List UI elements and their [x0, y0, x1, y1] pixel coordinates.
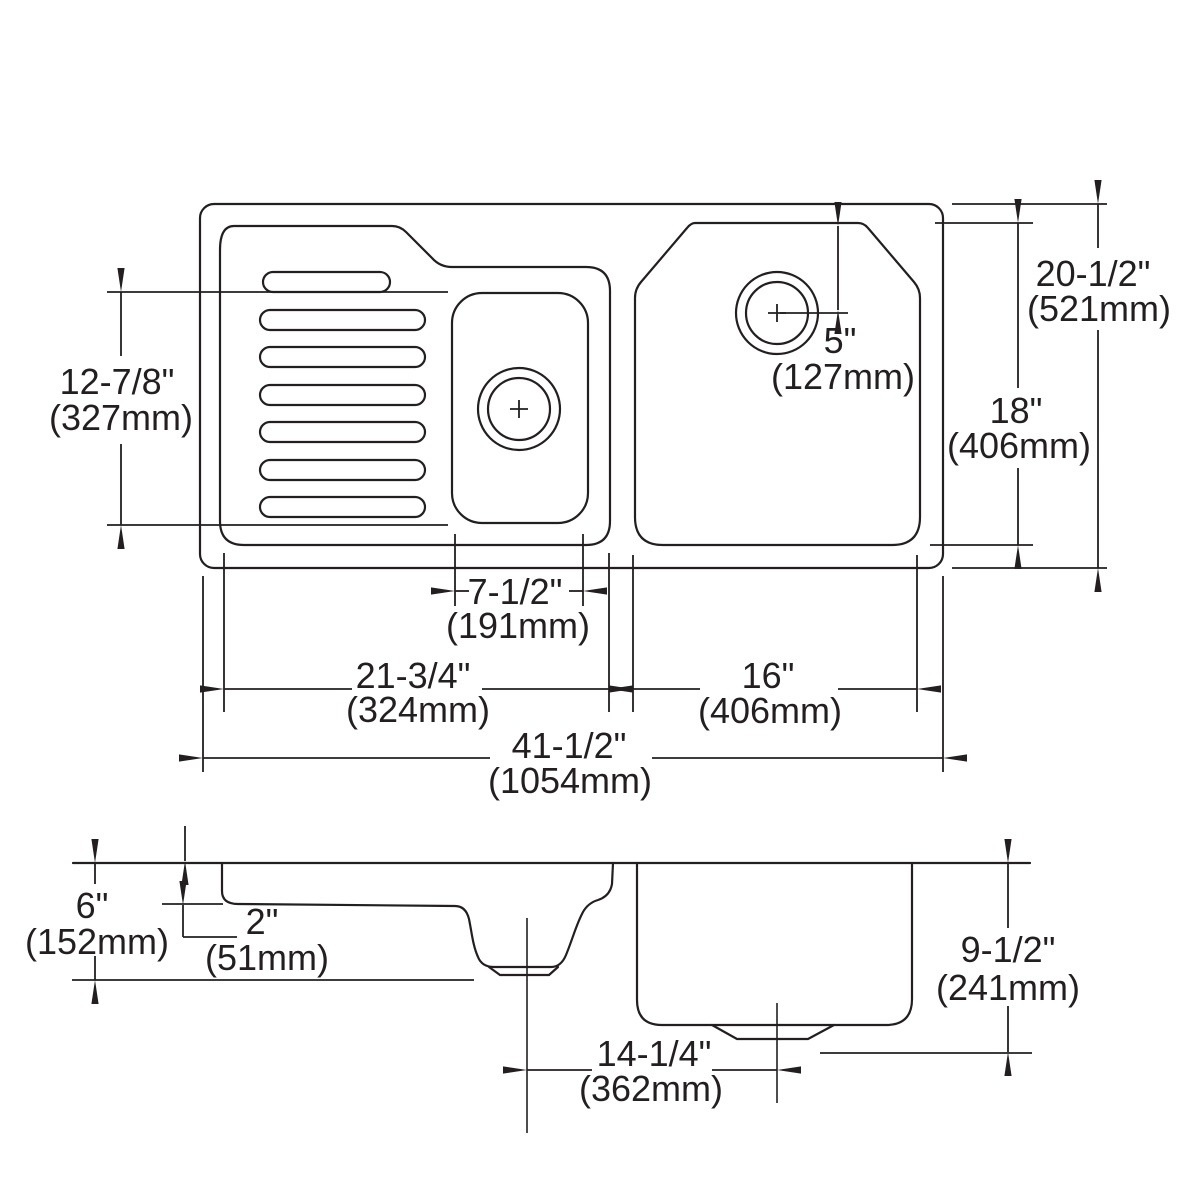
dim-overall-length: 41-1/2" (1054mm)	[179, 576, 967, 801]
dim-label: 12-7/8"	[60, 361, 175, 402]
dim-left-compartment-width: 21-3/4" (324mm)	[200, 553, 633, 730]
rib	[258, 345, 427, 369]
dim-overall-front-to-back: 20-1/2" (521mm)	[952, 180, 1171, 592]
dim-label-metric: (362mm)	[579, 1068, 723, 1109]
dim-label: 20-1/2"	[1036, 253, 1151, 294]
small-bowl-drain-fitting	[487, 965, 560, 977]
dim-drain-centers-spacing: 14-1/4" (362mm)	[503, 1033, 801, 1109]
dim-label: 21-3/4"	[356, 655, 471, 696]
dim-large-bowl-depth: 9-1/2" (241mm)	[820, 839, 1080, 1076]
dim-label-metric: (406mm)	[947, 425, 1091, 466]
dim-label: 41-1/2"	[512, 725, 627, 766]
dim-label-metric: (324mm)	[346, 689, 490, 730]
dim-label: 9-1/2"	[961, 929, 1056, 970]
dim-label-metric: (191mm)	[446, 605, 590, 646]
dim-label: 2"	[246, 901, 279, 942]
rib	[258, 495, 427, 519]
dim-drain-to-back: 5" (127mm)	[771, 202, 915, 397]
rib	[258, 420, 427, 444]
dim-drainboard-length: 12-7/8" (327mm)	[49, 268, 448, 549]
dim-small-bowl-depth: 6" (152mm)	[25, 839, 474, 1004]
dim-drainboard-depth: 2" (51mm)	[162, 881, 329, 978]
dim-label-metric: (406mm)	[698, 690, 842, 731]
dim-label-metric: (152mm)	[25, 921, 169, 962]
dim-small-bowl-width: 7-1/2" (191mm)	[431, 534, 607, 646]
dim-label: 14-1/4"	[597, 1033, 712, 1074]
rib	[258, 308, 427, 332]
drainboard-small-bowl-profile	[220, 861, 615, 969]
dim-label-metric: (51mm)	[205, 937, 329, 978]
dim-label: 5"	[824, 320, 857, 361]
large-bowl	[633, 221, 922, 547]
top-view: 12-7/8" (327mm) 20-1/2" (521mm) 18" (406…	[49, 180, 1171, 801]
rib	[258, 383, 427, 407]
dim-label-metric: (241mm)	[936, 967, 1080, 1008]
side-view: 6" (152mm) 2" (51mm) 9-1/2" (241mm) 14-1…	[25, 826, 1080, 1133]
small-bowl-drain	[476, 366, 562, 452]
dim-bowl-front-to-back: 18" (406mm)	[930, 199, 1091, 569]
dim-label-metric: (127mm)	[771, 356, 915, 397]
dim-label-metric: (521mm)	[1027, 288, 1171, 329]
small-bowl	[450, 291, 590, 525]
dim-label: 7-1/2"	[468, 571, 563, 612]
dim-label: 18"	[990, 390, 1043, 431]
dim-label: 16"	[742, 655, 795, 696]
rib	[258, 458, 427, 482]
dim-large-bowl-width: 16" (406mm)	[609, 555, 941, 731]
sink-outer-rim	[198, 202, 945, 570]
drain-center-cross	[510, 400, 528, 418]
drainboard-ribs	[258, 270, 427, 519]
left-compartment-outline	[218, 224, 612, 547]
large-bowl-drain-fitting	[710, 1023, 836, 1041]
dim-label: 6"	[76, 885, 109, 926]
large-bowl-profile	[635, 861, 914, 1027]
rib	[261, 270, 392, 294]
dim-label-metric: (1054mm)	[488, 760, 652, 801]
dim-label-metric: (327mm)	[49, 397, 193, 438]
